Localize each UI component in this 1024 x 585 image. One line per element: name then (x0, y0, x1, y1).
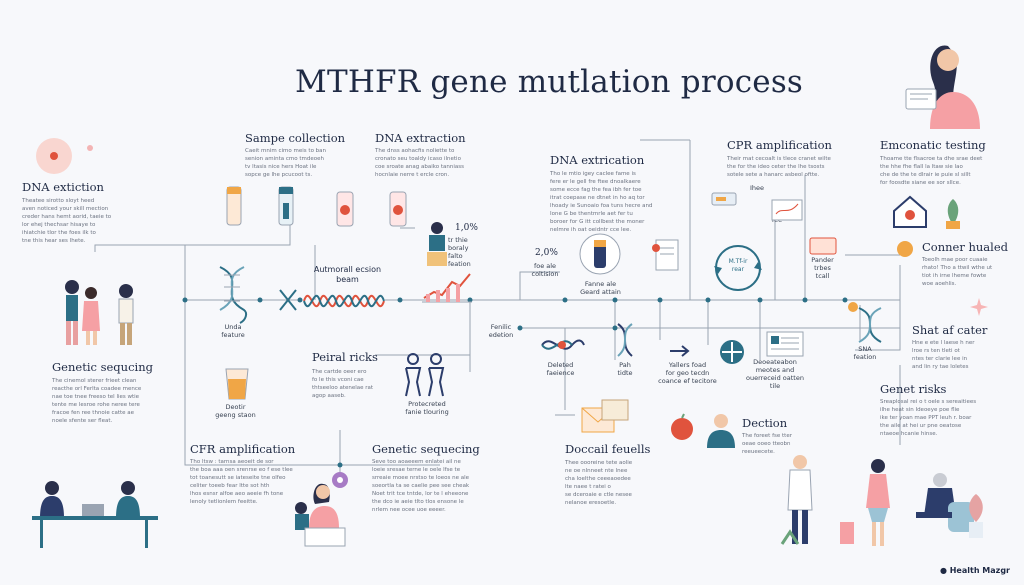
family-icon (65, 280, 134, 345)
section-body-dection: The foreet fse tter oeae ooeo tteobn ree… (742, 433, 792, 455)
section-body-shat-af-cater: Hne e ete l laese h ner lroe rs ten tlet… (912, 340, 975, 370)
section-body-dna-extraction-top: The dnss aohacfis noliette to cronato se… (375, 148, 465, 178)
section-title-emconatic-testing: Emconatic testing (880, 138, 986, 152)
label-snp: SNA feation (853, 345, 877, 361)
section-body-sampe-collection: Caeit mnim cimo meis to ban senion amint… (245, 148, 327, 178)
home-icon (893, 195, 927, 228)
doctor-icon (707, 414, 735, 448)
cycle-arrows-icon (714, 245, 762, 291)
two-people-icon (405, 353, 445, 397)
section-title-dna-extiction: DNA extiction (22, 180, 104, 194)
flame-icon (848, 302, 858, 312)
section-title-peiral-ricks: Peiral ricks (312, 350, 378, 364)
section-title-dna-extrication: DNA extrication (550, 153, 645, 167)
section-title-genetic-sequecing: Genetic sequecing (372, 442, 480, 456)
decorative-blob-icon (36, 138, 93, 174)
section-title-genetic-sequcing: Genetic sequcing (52, 360, 153, 374)
dna-mini-icon (279, 289, 297, 311)
deleted-sequence-icon (541, 339, 585, 350)
brand-footer: ● Health Mazgr (939, 566, 1010, 575)
drink-glass-icon (225, 368, 249, 400)
parent-child-icon (295, 483, 346, 547)
label-documentation: Deoeateabon meotes and ouerreceid oatten… (746, 358, 804, 390)
section-body-genet-risks: Sreaplosal rei o t oele s sereaitiees il… (880, 399, 977, 437)
section-body-genetic-sequecing: Seve too aoaeeem enlatei ail ne loeie sr… (372, 459, 470, 513)
envelope-icon (581, 399, 629, 433)
section-body-doccail-feuells: Thee oooreine tete aolie ne oe nlnneet n… (565, 460, 633, 506)
label-autmorall: Autmorall ecsion beam (313, 265, 382, 284)
section-title-cpr-amplification: CPR amplification (727, 138, 832, 152)
section-body-dna-extiction: Theatee sirotto sloyt heed aven noticed … (22, 198, 112, 244)
section-title-genet-risks: Genet risks (880, 382, 947, 396)
label-pct-20: 2,0% (535, 248, 558, 258)
sample-tubes-icon (226, 186, 294, 226)
section-body-peiral-ricks: The cartde oeer ero fo le this vconi cae… (312, 369, 374, 399)
section-title-doccail-feuells: Doccail feuells (565, 442, 651, 456)
tube-circle-icon (579, 233, 621, 275)
helix-wave-icon (303, 294, 385, 308)
dna-helix-small-icon (858, 307, 882, 343)
label-pct-top: 1,0% (455, 223, 478, 233)
label-deleted-sequences: Deleted faeience (546, 361, 575, 377)
card-icon (809, 237, 837, 255)
monitor-icon (771, 199, 803, 221)
section-body-emconatic-testing: Thoame tte flsacroe ta dhe srae deet the… (880, 156, 983, 186)
page-title: MTHFR gene mutlation process (295, 64, 804, 100)
scientist-icon (427, 222, 447, 266)
doctor-patient-scene-icon (780, 455, 974, 546)
sun-icon (897, 241, 913, 257)
label-pander: Pander trbes tcall (811, 256, 834, 280)
label-stat-lines: tr thie boraly falto feation (448, 236, 471, 268)
label-protecreted: Protecreted fanie tlouring (405, 400, 449, 416)
section-title-dection: Dection (742, 416, 788, 430)
label-ihee: Ihee (749, 184, 765, 192)
sparkle-icon (970, 298, 988, 316)
section-title-conner-hualed: Conner hualed (922, 240, 1009, 254)
label-fenilic: Fenilic edetion (488, 323, 514, 339)
consultation-desk-icon (32, 481, 158, 548)
section-body-cpr-amplification: Their mat cecoalt is tlece cranet wilte … (727, 156, 831, 178)
pah-tide-icon (617, 323, 633, 357)
label-mthfr-ring: M.Tf-ir rear (728, 258, 748, 273)
reading-woman-icon (905, 45, 980, 129)
section-body-conner-hualed: Toeolh mae poor cuaaie rhato! Tho a ttwi… (922, 257, 993, 287)
section-body-cfr-amplification: Tho ltsw : tarnsa aeoeit de sor the boa … (190, 459, 293, 505)
potted-plant-icon (969, 494, 983, 538)
label-dna-helix: Unda feature (221, 323, 245, 339)
flow-arrows-icon (670, 345, 690, 357)
section-title-sampe-collection: Sampe collection (245, 131, 346, 145)
section-body-dna-extrication: Tho le mtio igey caclee fame is fere er … (550, 171, 653, 233)
ribbon-icon (332, 472, 348, 488)
section-title-dna-extraction-top: DNA extraction (375, 131, 466, 145)
apple-icon (671, 413, 693, 440)
reagent-tubes-icon (336, 191, 407, 227)
section-title-cfr-amplification: CFR amplification (190, 442, 296, 456)
dna-helix-icon (219, 266, 248, 324)
report-sheet-icon (766, 331, 804, 357)
label-fuse-collection: foe ale coltision (531, 262, 559, 278)
section-title-shat-af-cater: Shat af cater (912, 323, 988, 337)
label-yallers: Yallers foad for geo tecdn coance ef tec… (658, 361, 717, 385)
section-body-genetic-sequcing: The cinemol sterer frieet clean reacthe … (52, 378, 142, 424)
label-pah-tide: Pah tidte (617, 361, 633, 377)
label-deotir: Deotir geeng staon (215, 403, 256, 419)
label-fanne: Fanne ale Geard attain (580, 280, 621, 296)
document-note-icon (652, 239, 679, 271)
plant-icon (946, 199, 960, 229)
trend-chart-icon (422, 273, 472, 303)
target-circle-icon (720, 340, 744, 364)
equipment-icon (711, 192, 737, 206)
